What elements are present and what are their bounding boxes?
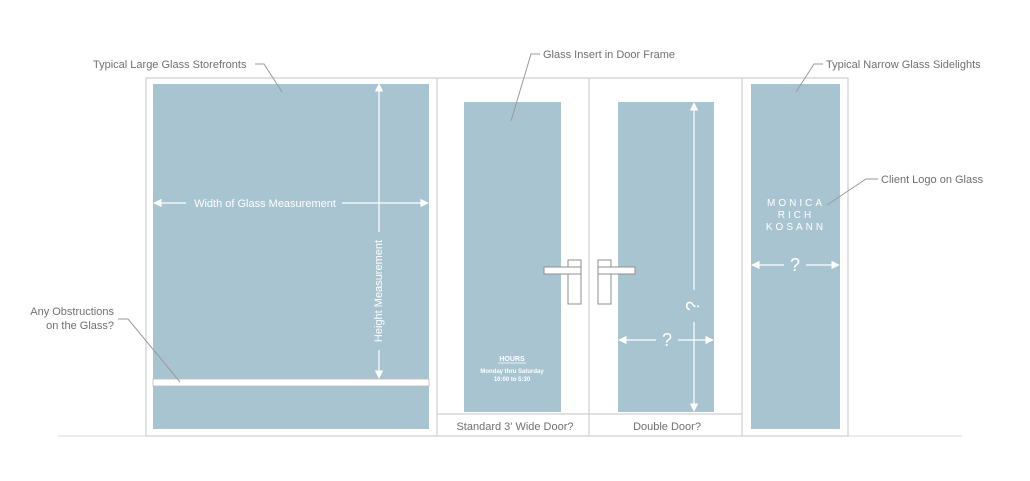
logo-line-3: KOSANN: [766, 222, 826, 233]
client-logo: MONICA RICH KOSANN: [766, 198, 826, 233]
door-handle-left: [543, 259, 582, 305]
hours-line-1: Monday thru Saturday: [480, 369, 544, 375]
callout-sidelights-leader: [795, 63, 823, 93]
callout-obstructions-line-1: Any Obstructions: [30, 306, 114, 318]
callout-door-insert-leader: [510, 53, 540, 122]
callout-door-insert: Glass Insert in Door Frame: [543, 49, 675, 61]
double-door-height-question: ?: [683, 301, 703, 311]
logo-line-2: RICH: [778, 210, 814, 221]
hours-line-2: 10:00 to 5:30: [494, 377, 531, 383]
height-measurement-label: Height Measurement: [373, 240, 385, 342]
callout-logo-leader: [826, 178, 878, 206]
callout-obstructions-line-2: on the Glass?: [46, 320, 114, 332]
obstruction-bar: [152, 378, 430, 387]
callout-storefront-leader: [255, 63, 283, 93]
door-glass-double: [618, 102, 714, 412]
label-standard-door: Standard 3' Wide Door?: [456, 421, 573, 433]
callout-sidelights: Typical Narrow Glass Sidelights: [826, 59, 981, 71]
logo-line-1: MONICA: [767, 198, 825, 209]
label-double-door: Double Door?: [633, 421, 701, 433]
width-measurement-label: Width of Glass Measurement: [194, 198, 336, 210]
hours-heading: HOURS: [499, 356, 525, 363]
large-glass-panel: [153, 84, 429, 429]
sidelight-width-question: ?: [790, 255, 800, 275]
sidelight-glass-panel: [751, 84, 840, 429]
callout-storefront: Typical Large Glass Storefronts: [93, 59, 247, 71]
double-door-width-question: ?: [662, 330, 672, 350]
callout-logo: Client Logo on Glass: [881, 174, 984, 186]
door-glass-standard: [464, 102, 561, 412]
door-handle-right: [597, 259, 636, 305]
callout-obstructions-leader: [118, 318, 181, 383]
